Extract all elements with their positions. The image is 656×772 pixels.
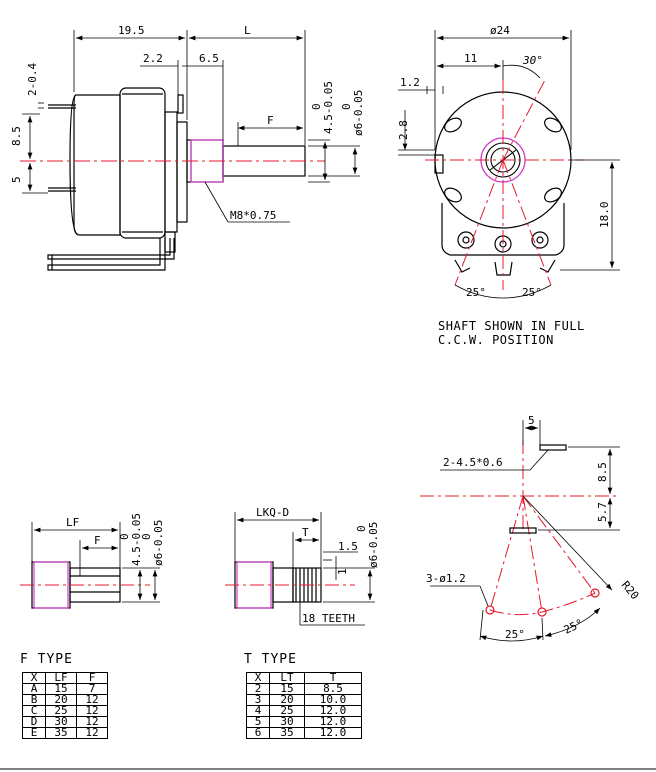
table-cell: E: [22, 727, 46, 739]
dim-1-2: 1.2: [400, 76, 420, 89]
dim-8-5: 8.5: [10, 126, 23, 146]
t-teeth-label: 18 TEETH: [302, 612, 355, 625]
dim-4-5-zero: 0: [310, 103, 323, 110]
dim-25deg-right: 25°: [522, 286, 542, 299]
f-dim-F: F: [94, 534, 101, 547]
dim-shaft-L: L: [244, 24, 251, 37]
table-row: E 35 12: [22, 727, 108, 739]
table-row: B 20 12: [22, 694, 108, 706]
thread-label: M8*0.75: [230, 209, 276, 222]
f-dim-LF: LF: [66, 516, 79, 529]
dim-30deg: 30°: [522, 54, 543, 67]
dim-2-0-4: 2-0.4: [26, 63, 39, 96]
dim-2-2: 2.2: [143, 52, 163, 65]
dim-2-8: 2.8: [397, 120, 410, 140]
table-row: 5 30 12.0: [246, 716, 362, 728]
dim-11: 11: [464, 52, 477, 65]
f-dim-phi6-zero: 0: [140, 533, 153, 540]
pcb-dimensions: [430, 420, 620, 642]
front-centerlines: [425, 79, 585, 290]
table-row: 4 25 12.0: [246, 705, 362, 717]
pcb-dim-25deg-left: 25°: [505, 628, 525, 641]
pcb-slots: [509, 444, 567, 534]
table-row: 6 35 12.0: [246, 727, 362, 739]
pcb-dim-5: 5: [528, 414, 535, 427]
dim-phi6-zero: 0: [340, 103, 353, 110]
pcb-dim-8-5: 8.5: [596, 462, 609, 482]
dim-5: 5: [10, 176, 23, 183]
t-type-table: X LT T 2 15 8.5 3 20 10.0 4 25 12.0 5 30…: [246, 672, 362, 739]
table-cell: 6: [246, 727, 270, 739]
table-cell: 12.0: [304, 727, 362, 739]
f-type-table: X LF F A 15 7 B 20 12 C 25 12 D 30 12 E …: [22, 672, 108, 739]
dim-F: F: [267, 114, 274, 127]
table-cell: 35: [269, 727, 305, 739]
table-header-row: X LT T: [246, 672, 362, 684]
table-cell: 12: [76, 727, 108, 739]
t-dim-T: T: [302, 526, 309, 539]
dim-6-5: 6.5: [199, 52, 219, 65]
t-type-title: T TYPE: [244, 652, 297, 667]
t-dim-1-5: 1.5: [338, 540, 358, 553]
pcb-holes-label: 3-ø1.2: [426, 572, 466, 585]
front-dimensions: [398, 30, 620, 299]
note-line-2: C.C.W. POSITION: [438, 333, 554, 347]
note-line-1: SHAFT SHOWN IN FULL: [438, 319, 585, 333]
t-dim-LKQ: LKQ-D: [256, 506, 289, 519]
table-row: 3 20 10.0: [246, 694, 362, 706]
dim-phi6-tol: ø6-0.05: [352, 90, 365, 136]
table-row: C 25 12: [22, 705, 108, 717]
pcb-dim-R20: R20: [619, 579, 642, 603]
dim-phi24: ø24: [490, 24, 510, 37]
dim-25deg-left: 25°: [466, 286, 486, 299]
f-dim-phi6-tol: ø6-0.05: [152, 520, 165, 566]
table-cell: 35: [45, 727, 77, 739]
dim-4-5-tol: 4.5-0.05: [322, 81, 335, 134]
t-dim-1: 1: [336, 568, 349, 575]
f-type-title: F TYPE: [20, 652, 73, 667]
t-type-dimensions: [234, 512, 375, 626]
t-dim-phi6-tol: ø6-0.05: [367, 522, 380, 568]
f-dim-4-5-tol: 4.5-0.05: [130, 513, 143, 566]
pcb-dim-5-7: 5.7: [596, 502, 609, 522]
dim-19-5: 19.5: [118, 24, 145, 37]
side-dimensions: [22, 30, 360, 223]
f-type-dimensions: [31, 522, 160, 603]
pcb-centerlines: [420, 440, 620, 616]
dim-18-0: 18.0: [598, 202, 611, 229]
table-row: D 30 12: [22, 716, 108, 728]
f-dim-4-5-zero: 0: [118, 533, 131, 540]
t-dim-phi6-zero: 0: [355, 525, 368, 532]
pcb-dim-25deg-right: 25°: [562, 617, 586, 637]
pcb-slot-label: 2-4.5*0.6: [443, 456, 503, 469]
